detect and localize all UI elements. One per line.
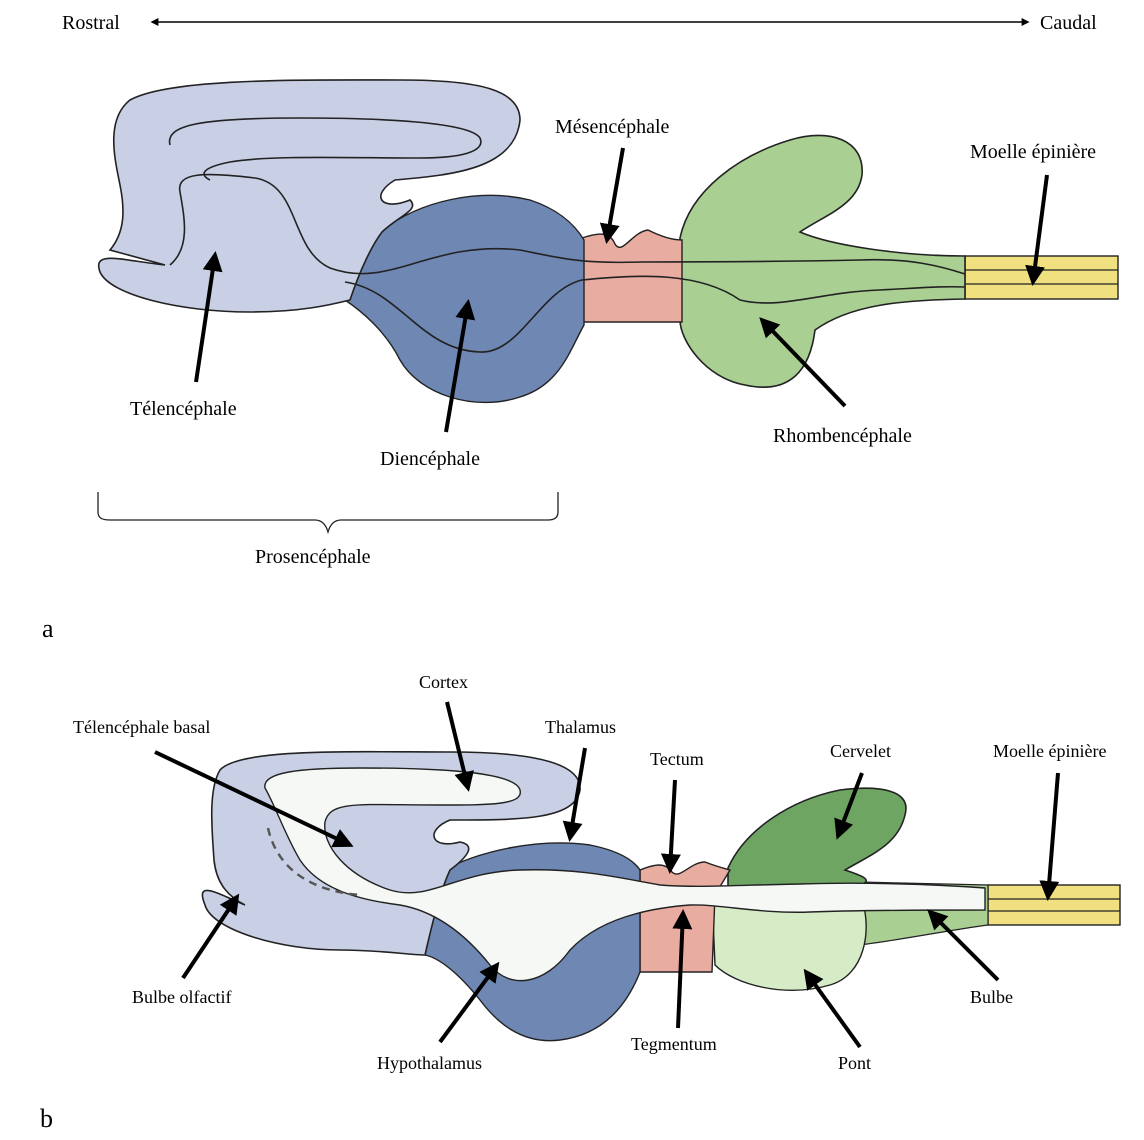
b-label-moelle: Moelle épinière: [993, 741, 1106, 761]
b-label-tegmentum: Tegmentum: [631, 1034, 717, 1054]
b-label-hypothalamus: Hypothalamus: [377, 1053, 482, 1073]
rostral-caudal-axis: Rostral Caudal: [62, 12, 1097, 34]
caudal-label: Caudal: [1040, 12, 1097, 34]
a-label-rhombencephale: Rhombencéphale: [773, 425, 912, 447]
prosencephale-brace: [98, 492, 558, 532]
a-arrow-mesencephale: [607, 148, 623, 240]
b-label-pont: Pont: [838, 1053, 871, 1073]
b-moelle-region: [988, 885, 1120, 925]
b-arrow-tectum: [670, 780, 675, 870]
a-label-moelle: Moelle épinière: [970, 141, 1096, 163]
panel-b-letter: b: [40, 1104, 53, 1133]
a-label-prosencephale: Prosencéphale: [255, 546, 371, 568]
b-label-thalamus: Thalamus: [545, 717, 616, 737]
b-label-telencephale-basal: Télencéphale basal: [73, 717, 210, 737]
b-arrow-moelle: [1048, 773, 1058, 897]
b-label-cervelet: Cervelet: [830, 741, 891, 761]
panel-a-letter: a: [42, 614, 54, 643]
b-label-cortex: Cortex: [419, 672, 468, 692]
a-moelle-region: [965, 256, 1118, 299]
b-label-tectum: Tectum: [650, 749, 704, 769]
b-label-bulbe-olfactif: Bulbe olfactif: [132, 987, 231, 1007]
b-cervelet-region: [728, 788, 906, 890]
a-label-telencephale: Télencéphale: [130, 398, 237, 420]
rostral-label: Rostral: [62, 12, 120, 34]
a-label-diencephale: Diencéphale: [380, 448, 480, 470]
b-label-bulbe: Bulbe: [970, 987, 1013, 1007]
a-label-mesencephale: Mésencéphale: [555, 116, 670, 138]
